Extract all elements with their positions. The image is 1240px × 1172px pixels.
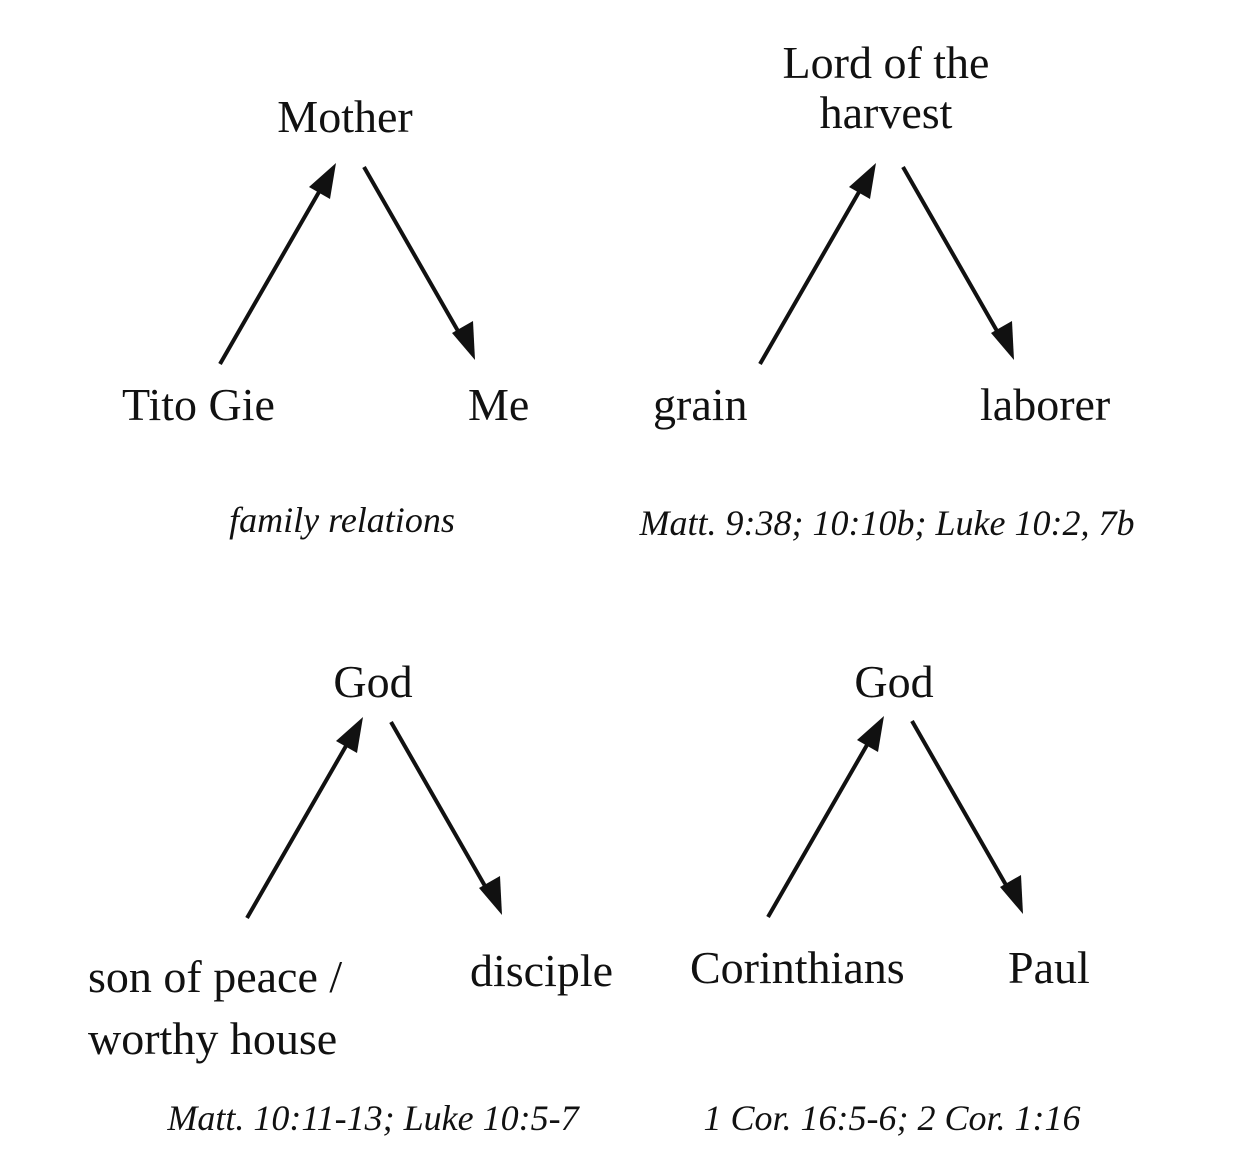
arrowhead-up-1: [309, 163, 336, 199]
node-left-4: Corinthians: [690, 942, 905, 993]
node-top-4: God: [854, 656, 934, 707]
arrowhead-down-1: [452, 321, 475, 360]
node-right-1: Me: [468, 379, 530, 430]
node-right-3: disciple: [470, 945, 614, 996]
panel-1-arrows: [218, 163, 475, 365]
node-top-3: God: [333, 656, 413, 707]
arrow-down-4: [910, 720, 1012, 893]
caption-1: family relations: [229, 500, 455, 540]
node-left-2: grain: [653, 379, 748, 430]
arrow-down-2: [901, 166, 1003, 339]
arrowhead-up-2: [849, 163, 876, 199]
arrow-down-3: [389, 721, 491, 894]
arrowhead-up-3: [336, 717, 363, 753]
node-left-3: son of peace / worthy house: [88, 951, 343, 1064]
panel-4-arrows: [766, 716, 1023, 918]
arrowhead-down-4: [1000, 875, 1023, 914]
caption-4: 1 Cor. 16:5-6; 2 Cor. 1:16: [703, 1098, 1081, 1138]
node-left-1: Tito Gie: [122, 379, 275, 430]
arrow-up-4: [766, 737, 873, 918]
arrow-up-1: [218, 184, 325, 365]
caption-3: Matt. 10:11-13; Luke 10:5-7: [167, 1098, 579, 1138]
arrowhead-up-4: [857, 716, 884, 752]
node-top-2: Lord of the harvest: [782, 37, 990, 138]
arrow-up-2: [758, 184, 865, 365]
caption-2: Matt. 9:38; 10:10b; Luke 10:2, 7b: [639, 503, 1135, 543]
node-right-4: Paul: [1008, 942, 1090, 993]
node-right-2: laborer: [980, 379, 1111, 430]
arrowhead-down-3: [479, 876, 502, 915]
panel-2-arrows: [758, 163, 1014, 365]
arrow-up-3: [245, 738, 352, 919]
arrow-down-1: [362, 166, 464, 339]
arrowhead-down-2: [991, 321, 1014, 360]
node-top-1: Mother: [277, 91, 413, 142]
panel-3-arrows: [245, 717, 502, 919]
